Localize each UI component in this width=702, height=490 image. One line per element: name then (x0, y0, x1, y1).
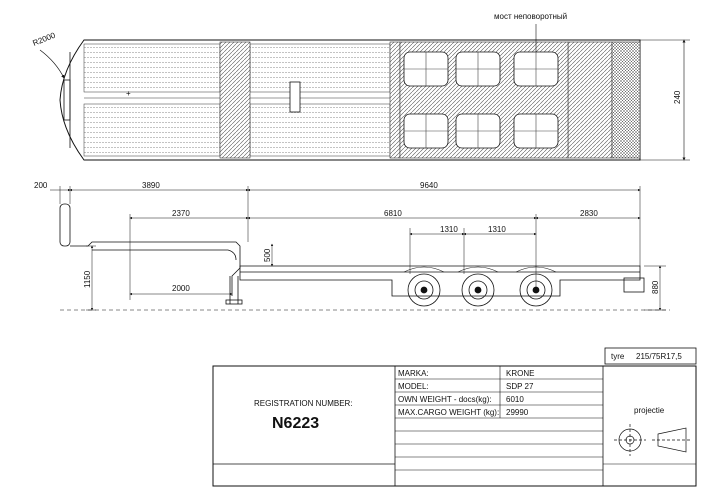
tyre-box: tyre 215/75R17,5 (604, 347, 697, 365)
tyre-value: 215/75R17,5 (636, 352, 682, 361)
tyre-label: tyre (611, 352, 625, 361)
side-dimension-labels: 200 3890 9640 2370 6810 2830 1310 1310 1… (34, 181, 660, 294)
dim-front-overhang: 200 (34, 181, 48, 190)
dim-step-height: 500 (263, 248, 272, 262)
dim-gooseneck: 3890 (142, 181, 160, 190)
radius-label: R2000 (31, 30, 57, 47)
dim-deck-height: 880 (651, 280, 660, 294)
dim-axle-spacing-1: 1310 (440, 225, 458, 234)
svg-text:+: + (126, 89, 131, 98)
side-dimensions (50, 186, 670, 311)
width-label: 240 (673, 90, 682, 104)
dim-lower-length: 2000 (172, 284, 190, 293)
registration-number: N6223 (272, 415, 319, 432)
wheel (407, 273, 441, 307)
axle-note: мост неповоротный (494, 12, 567, 21)
row-value: 29990 (506, 408, 529, 417)
dim-rear-overhang: 2830 (580, 209, 598, 218)
projection-label: projectie (634, 406, 665, 415)
side-view (59, 203, 645, 307)
row-value: KRONE (506, 369, 534, 378)
row-value: 6010 (506, 395, 524, 404)
dim-kingpin-axles: 6810 (384, 209, 402, 218)
row-label: MAX.CARGO WEIGHT (kg): (398, 408, 499, 417)
dim-coupling-height: 1150 (83, 270, 92, 288)
row-label: MODEL: (398, 382, 429, 391)
projection-symbol-icon (614, 424, 692, 456)
title-block-text: REGISTRATION NUMBER: N6223 MARKA: KRONE … (254, 369, 665, 432)
title-block (212, 365, 697, 487)
row-label: MARKA: (398, 369, 429, 378)
top-view: + R2000 мост неповоротный 240 (31, 12, 690, 161)
dim-deck-length: 9640 (420, 181, 438, 190)
row-label: OWN WEIGHT - docs(kg): (398, 395, 492, 404)
dim-kingpin-gooseneck: 2370 (172, 209, 190, 218)
row-value: SDP 27 (506, 382, 534, 391)
dim-axle-spacing-2: 1310 (488, 225, 506, 234)
registration-label: REGISTRATION NUMBER: (254, 399, 353, 408)
wheel (461, 273, 495, 307)
